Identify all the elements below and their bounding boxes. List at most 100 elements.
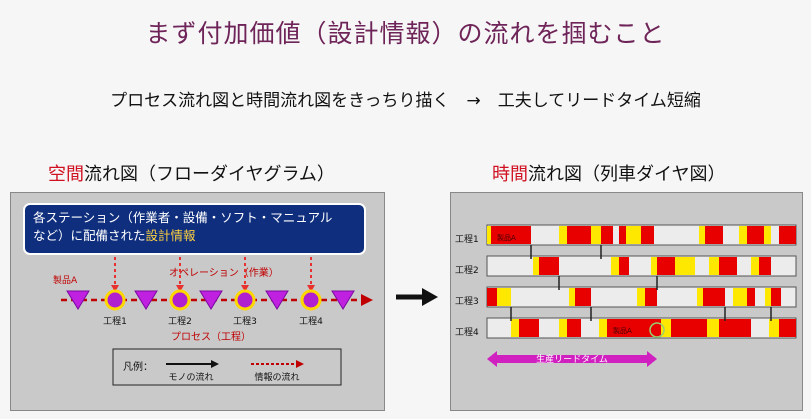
process-label-3: 工程3	[233, 316, 257, 327]
transform-arrow	[396, 288, 438, 306]
setup-segment-r2-8	[709, 257, 719, 275]
setup-segment-r2-7	[675, 257, 695, 275]
work-segment-r3-6	[645, 288, 657, 306]
setup-segment-r1-8	[626, 226, 641, 244]
design-info-highlight: 設計情報	[145, 228, 196, 243]
work-segment-r1-13	[747, 226, 764, 244]
wait-triangle-3	[199, 290, 223, 310]
setup-segment-r3-2	[497, 288, 511, 306]
setup-segment-r1-3	[559, 226, 567, 244]
process-circle-1	[104, 289, 126, 311]
space-flow-header: 空間流れ図（フローダイヤグラム）	[48, 160, 335, 186]
setup-segment-r1-5	[591, 226, 601, 244]
work-segment-r4-6	[607, 319, 661, 337]
row-label-3: 工程3	[455, 296, 479, 307]
work-segment-r2-6	[657, 257, 675, 275]
work-segment-r4-2	[519, 319, 539, 337]
wait-triangle-4	[265, 290, 289, 310]
work-segment-r1-4	[567, 226, 591, 244]
legend-info-label: 情報の流れ	[254, 371, 299, 383]
legend-goods-label: モノの流れ	[168, 371, 213, 383]
work-segment-r4-10	[719, 319, 751, 337]
work-segment-r3-1	[487, 288, 497, 306]
product-label: 製品A	[53, 274, 78, 286]
row-label-2: 工程2	[455, 265, 479, 276]
setup-segment-r3-7	[697, 288, 703, 306]
flow-diagram-panel: 各ステーション（作業者・設備・ソフト・マニュアル など）に配備された設計情報 製…	[10, 192, 385, 411]
setup-segment-r1-12	[739, 226, 747, 244]
process-label-2: 工程2	[168, 316, 192, 327]
work-segment-r2-9	[719, 257, 737, 275]
setup-segment-r4-3	[559, 319, 567, 337]
setup-segment-r1-1	[487, 226, 491, 244]
work-segment-r4-8	[671, 319, 707, 337]
setup-segment-r4-9	[707, 319, 719, 337]
setup-segment-r4-5	[599, 319, 607, 337]
page-title: まず付加価値（設計情報）の流れを掴むこと	[145, 19, 666, 48]
space-flow-header-accent: 空間	[48, 164, 84, 185]
time-flow-header: 時間流れ図（列車ダイヤ図）	[492, 160, 725, 186]
design-info-line1: 各ステーション（作業者・設備・ソフト・マニュアル	[33, 210, 333, 225]
product-label-row1: 製品A	[497, 233, 516, 242]
setup-segment-r3-5	[637, 288, 645, 306]
setup-segment-r1-14	[764, 226, 771, 244]
work-segment-r3-12	[771, 288, 781, 306]
work-segment-r1-7	[619, 226, 626, 244]
space-flow-header-rest: 流れ図（フローダイヤグラム）	[84, 164, 335, 185]
design-info-line2-text: など）に配備された	[33, 228, 146, 243]
work-segment-r1-6	[601, 226, 613, 244]
setup-segment-r3-11	[765, 288, 771, 306]
work-segment-r2-11	[759, 257, 771, 275]
design-info-box: 各ステーション（作業者・設備・ソフト・マニュアル など）に配備された設計情報	[23, 203, 366, 255]
setup-segment-r3-3	[569, 288, 575, 306]
work-segment-r3-8	[703, 288, 725, 306]
legend-goods-arrowhead	[211, 360, 219, 368]
page-subtitle: プロセス流れ図と時間流れ図をきっちり描く → 工夫してリードタイム短縮	[110, 91, 701, 111]
work-segment-r3-4	[575, 288, 591, 306]
process-label-4: 工程4	[299, 316, 323, 327]
work-segment-r1-2	[491, 226, 531, 244]
time-flow-header-accent: 時間	[492, 164, 528, 185]
time-flow-header-rest: 流れ図（列車ダイヤ図）	[528, 164, 726, 185]
work-segment-r4-12	[779, 319, 796, 337]
process-circle-4	[300, 289, 322, 311]
info-arrowhead-3	[241, 285, 249, 292]
setup-segment-r2-3	[611, 257, 619, 275]
work-segment-r2-4	[619, 257, 629, 275]
legend-title: 凡例：	[123, 360, 153, 373]
wait-triangle-5	[331, 290, 355, 310]
wait-triangle-2	[134, 290, 158, 310]
process-caption: プロセス（工程）	[171, 331, 251, 343]
legend-box	[112, 348, 342, 386]
process-circle-3	[234, 289, 256, 311]
work-segment-r2-2	[539, 257, 559, 275]
leadtime-arrow	[487, 351, 657, 367]
train-diagram-svg: 工程1 工程2 工程3 工程4 製品A 製品A 生産リードタイム	[455, 224, 797, 367]
work-segment-r1-15	[779, 226, 796, 244]
row-label-1: 工程1	[455, 234, 479, 245]
row-label-4: 工程4	[455, 327, 479, 338]
wait-triangle-1	[66, 290, 90, 310]
legend-info-arrowhead	[296, 360, 304, 368]
setup-segment-r3-9	[733, 288, 747, 306]
goods-flow-arrowhead	[361, 294, 373, 306]
setup-segment-r4-11	[769, 319, 779, 337]
work-segment-r1-11	[705, 226, 723, 244]
operation-label: オペレーション（作業）	[169, 266, 279, 279]
setup-segment-r2-5	[651, 257, 657, 275]
process-circle-2	[169, 289, 191, 311]
setup-segment-r4-1	[511, 319, 519, 337]
leadtime-label: 生産リードタイム	[536, 353, 608, 365]
product-label-row4: 製品A	[613, 326, 632, 335]
work-segment-r4-4	[567, 319, 581, 337]
info-arrowhead-4	[307, 285, 315, 292]
setup-segment-r4-7	[661, 319, 671, 337]
design-info-line2: など）に配備された設計情報	[33, 227, 356, 245]
info-arrowhead-2	[176, 285, 184, 292]
info-arrowhead-1	[111, 285, 119, 292]
setup-segment-r2-10	[751, 257, 759, 275]
highlight-circle	[649, 322, 665, 338]
work-segment-r1-9	[641, 226, 654, 244]
setup-segment-r2-1	[533, 257, 539, 275]
setup-segment-r1-10	[699, 226, 705, 244]
